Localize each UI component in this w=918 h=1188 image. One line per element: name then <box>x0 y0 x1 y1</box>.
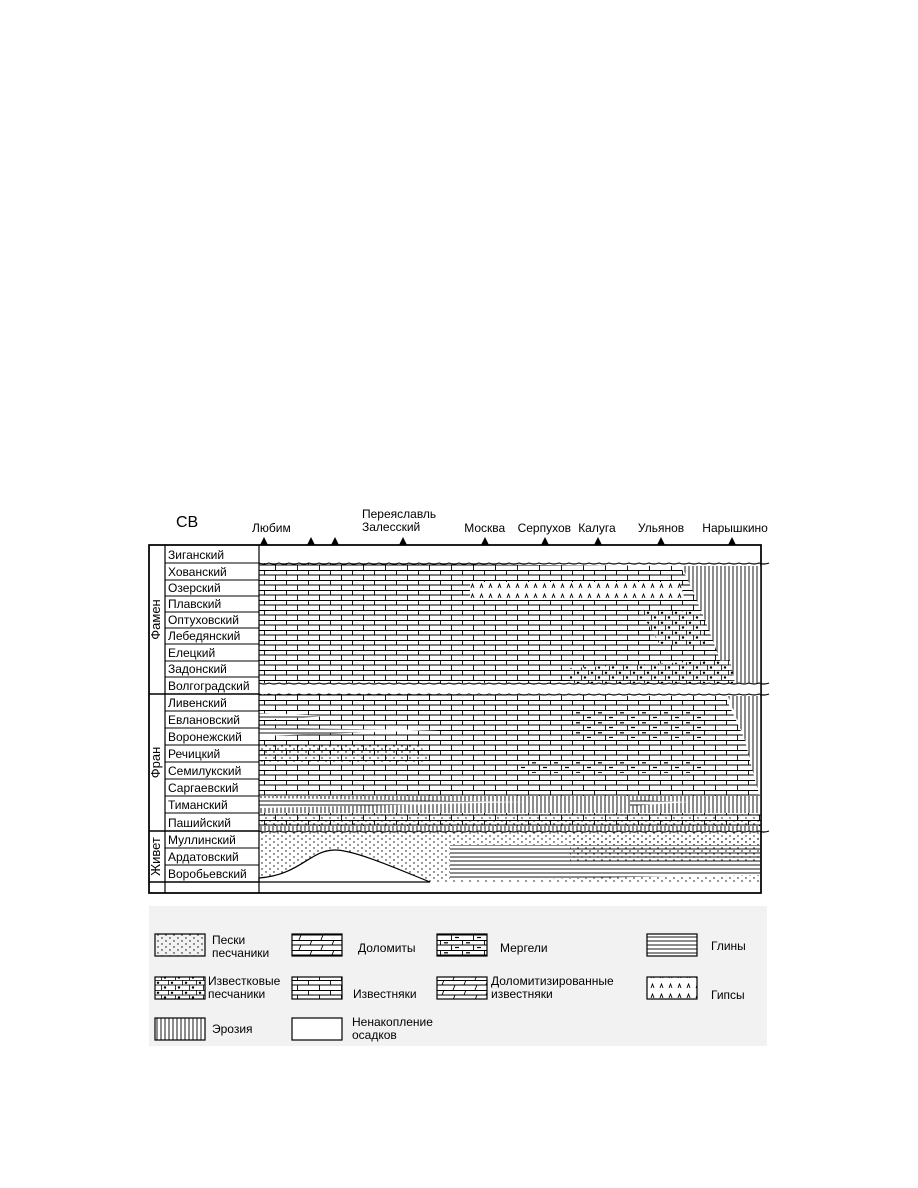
location-label: Калуга <box>578 521 616 535</box>
location-marker <box>728 537 736 545</box>
legend-swatch <box>154 976 206 1000</box>
legend-swatch <box>436 976 488 1000</box>
legend-swatch <box>154 933 206 957</box>
location-label: Москва <box>464 521 506 535</box>
series-label: Фран <box>148 747 163 779</box>
stage-label: Семилукский <box>168 764 241 778</box>
stage-label: Лебедянский <box>168 629 240 643</box>
stage-label: Зиганский <box>168 548 224 562</box>
location-marker <box>399 537 407 545</box>
legend-swatch <box>436 933 488 957</box>
legend-swatch <box>291 1017 343 1041</box>
series-label: Живет <box>148 837 163 876</box>
stage-label: Воронежский <box>168 730 242 744</box>
location-marker <box>541 537 549 545</box>
stage-label: Речицкий <box>168 747 220 761</box>
stage-label: Волгоградский <box>168 679 250 693</box>
legend-label: Мергели <box>500 941 548 955</box>
stage-label: Пашийский <box>168 816 231 830</box>
legend-swatch <box>291 933 343 957</box>
stage-label: Оптуховский <box>168 613 239 627</box>
stage-label: Евлановский <box>168 713 240 727</box>
legend-label: Эрозия <box>212 1022 253 1036</box>
stage-label: Озерский <box>168 581 221 595</box>
stage-label: Муллинский <box>168 833 236 847</box>
location-label: Ульянов <box>637 521 685 535</box>
location-label: Серпухов <box>517 521 572 535</box>
location-label: Нарышкино <box>702 521 768 535</box>
stage-label: Ливенский <box>168 696 227 710</box>
stage-label: Хованский <box>168 565 227 579</box>
direction-label: СВ <box>176 514 199 531</box>
stage-label: Плавский <box>168 597 221 611</box>
legend-label: Гипсы <box>711 988 745 1002</box>
location-marker <box>594 537 602 545</box>
stage-label: Тиманский <box>168 798 228 812</box>
location-marker <box>260 537 268 545</box>
legend-label: Доломиты <box>358 941 416 955</box>
legend-label: Доломитизированные известняки <box>491 974 614 1001</box>
stage-label: Саргаевский <box>168 781 239 795</box>
legend-swatch <box>646 976 698 1000</box>
legend-label: Известковые песчаники <box>208 974 281 1001</box>
location-marker <box>657 537 665 545</box>
location-marker <box>331 537 339 545</box>
legend-swatch <box>646 933 698 957</box>
location-label: Любим <box>252 521 291 535</box>
location-marker <box>481 537 489 545</box>
stage-label: Воробьевский <box>168 867 247 881</box>
location-marker <box>307 537 315 545</box>
stage-label: Елецкий <box>168 646 215 660</box>
stage-label: Ардатовский <box>168 850 239 864</box>
legend-label: Пески песчаники <box>212 933 270 960</box>
stage-label: Задонский <box>168 662 227 676</box>
legend-label: Глины <box>711 939 746 953</box>
location-label: Переяславль Залесский <box>362 507 437 534</box>
legend-label: Ненакопление осадков <box>352 1015 433 1042</box>
legend-label: Известняки <box>353 987 417 1001</box>
series-label: Фамен <box>148 599 163 639</box>
legend-swatch <box>291 976 343 1000</box>
legend-swatch <box>154 1017 206 1041</box>
